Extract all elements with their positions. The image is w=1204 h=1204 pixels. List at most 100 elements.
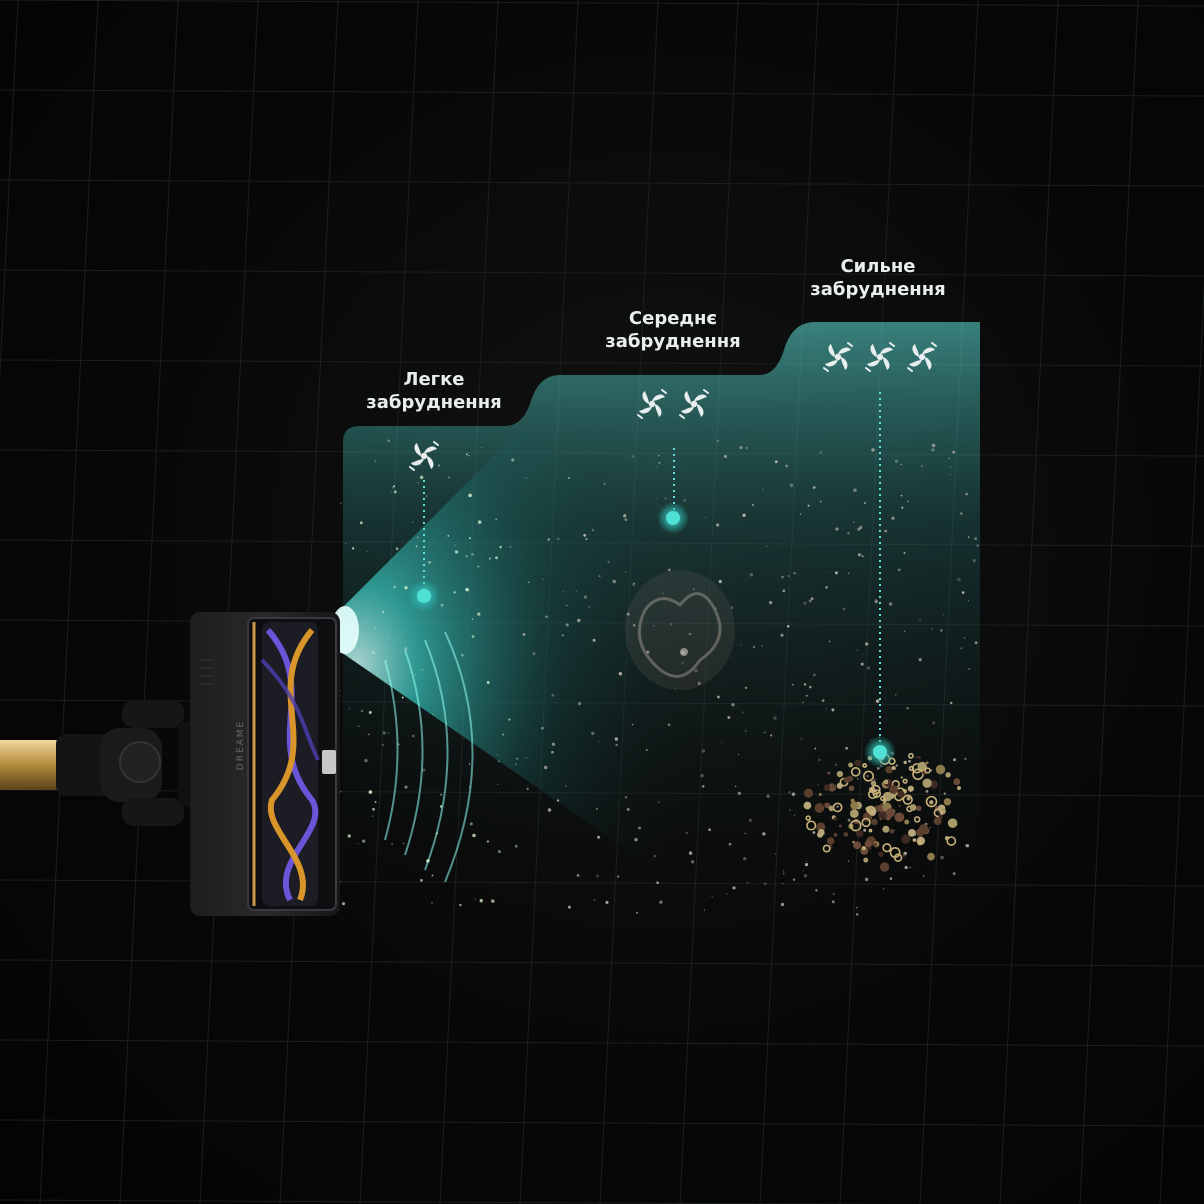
dust-particle [415,545,418,548]
dust-particle [495,556,498,560]
dust-particle [925,790,929,793]
dust-particle [968,667,971,670]
dust-particle [360,709,364,713]
dust-particle [565,604,568,607]
dust-particle [711,895,714,898]
debris-piece [862,762,868,769]
dust-particle [900,463,903,466]
debris-piece [879,862,890,872]
dust-particle [591,731,595,735]
dust-particle [782,872,785,875]
dust-particle [658,461,661,465]
dust-particle [595,874,600,878]
dust-particle [814,747,817,750]
dust-particle [576,874,580,877]
dust-particle [422,768,426,772]
debris-piece [833,833,838,837]
fine-dust-cloud [625,570,735,690]
dust-particle [952,872,956,876]
dust-particle [541,726,544,730]
grid-line [0,1199,904,1204]
dust-particle [471,618,474,620]
dust-particle [387,732,390,734]
dust-particle [749,572,754,577]
dust-particle [857,527,861,531]
grid-line [0,89,1204,97]
dust-particle [693,588,695,590]
dust-particle [393,585,396,589]
grid-line [0,1039,1204,1047]
dust-particle [625,571,627,573]
dust-particle [454,544,456,546]
dust-particle [745,730,747,732]
debris-piece [945,772,951,778]
grid-line [1159,280,1204,1204]
dust-particle [708,828,711,832]
debris-piece [903,760,907,765]
vacuum-wand [0,728,162,802]
dust-particle [481,447,483,449]
debris-piece [861,845,866,851]
dust-particle [773,716,777,720]
dust-particle [645,749,648,751]
dust-particle [345,543,347,545]
dust-particle [863,828,867,832]
dust-particle [875,699,880,703]
dust-particle [847,860,850,862]
dust-particle [653,625,655,627]
debris-piece [863,857,869,863]
dust-particle [685,831,688,835]
dust-particle [803,683,807,686]
dust-particle [417,482,419,484]
debris-piece [894,812,905,823]
cleaning-head [178,612,340,916]
debris-piece [907,785,914,792]
grid-line [1079,0,1139,1204]
dust-particle [782,883,784,885]
dust-particle [728,842,732,846]
dust-particle [808,599,812,603]
dust-particle [565,623,569,627]
dust-particle [658,801,660,803]
dust-particle [855,913,859,916]
debris-piece [933,817,942,826]
dust-particle [904,865,908,870]
grid-line [199,0,259,1204]
dust-particle [496,753,498,756]
dust-particle [861,653,864,656]
dust-particle [696,724,698,726]
dust-particle [469,822,473,826]
level-medium-label: Середнє забруднення [583,307,763,353]
debris-piece [883,779,889,785]
dust-particle [568,477,570,479]
dust-particle [368,790,373,794]
dust-particle [624,795,628,799]
dust-particle [780,633,784,637]
dust-particle [865,642,869,646]
dust-particle [762,488,764,490]
dust-particle [465,453,469,456]
grid-line [0,0,1204,7]
dust-particle [662,592,665,594]
dust-particle [860,662,864,666]
dust-particle [919,618,922,621]
dust-particle [871,448,875,452]
dust-particle [516,758,518,760]
grid-line [0,0,19,385]
dust-particle [347,834,351,838]
dust-particle [404,586,408,590]
dust-particle [440,603,444,607]
dust-particle [744,686,748,689]
dust-particle [588,605,591,608]
dust-particle [597,835,601,839]
dust-particle [832,892,835,896]
dust-particle [853,488,857,492]
dust-particle [419,464,421,466]
dust-particle [457,693,460,696]
debris-piece [868,847,872,850]
debris-piece [922,778,932,788]
level-heavy-label: Сильне забруднення [788,255,968,301]
dust-particle [817,784,819,786]
dust-particle [714,607,717,610]
